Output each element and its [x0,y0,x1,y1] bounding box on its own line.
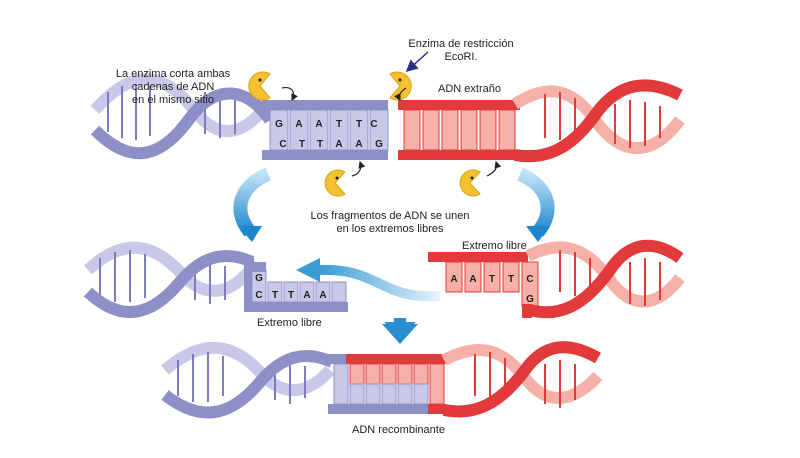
enzyme-pointer [405,51,429,73]
base-letter: C [255,290,262,301]
base-letter: T [272,290,278,301]
base-letter: T [489,274,495,285]
left-fragment [83,241,348,319]
site-bottom-letters: C T T A A G [279,139,383,150]
base-letter: T [356,119,362,130]
base-letter: T [508,274,514,285]
base-letter: G [526,294,534,305]
enzyme-top-right [388,71,412,102]
base-letter: A [319,290,326,301]
enzyme-bottom-left [324,160,366,197]
base-letter: A [303,290,310,301]
base-letter: A [450,274,457,285]
enzyme-bottom-right [459,160,502,197]
base-letter: T [317,139,323,150]
base-letter: T [288,290,294,301]
recombinant-dna [161,341,603,419]
foreign-dna-label: ADN extraño [438,83,501,95]
down-arrow [382,318,418,344]
base-letter: A [335,139,342,150]
left-fragment-letters: G C T T A A [255,273,327,301]
base-letter: T [336,119,342,130]
curved-arrow-right [516,167,555,242]
recombinant-label: ADN recombinante [352,424,445,436]
right-fragment [428,239,685,319]
free-end-right-label: Extremo libre [462,240,527,252]
foreign-dna-top [398,79,685,163]
base-letter: A [315,119,322,130]
base-letter: C [279,139,286,150]
cut-note-label: La enzima corta ambas cadenas de ADN en … [115,68,231,106]
join-arrow [296,258,441,302]
base-letter: T [299,139,305,150]
enzyme-name-label: Enzima de restricción EcoRI. [408,38,514,63]
fragments-join-label: Los fragmentos de ADN se unen en los ext… [310,210,470,235]
base-letter: G [255,273,263,284]
base-letter: G [375,139,383,150]
host-dna-top [90,73,389,160]
enzyme-top-left [248,71,298,102]
base-letter: A [469,274,476,285]
base-letter: A [355,139,362,150]
right-fragment-letters: A A T T C G [450,274,534,305]
base-letter: C [526,274,533,285]
curved-arrow-left [233,167,272,242]
free-end-left-label: Extremo libre [257,317,322,329]
base-letter: A [295,119,302,130]
site-top-letters: G A A T T C [275,119,378,130]
base-letter: C [370,119,377,130]
base-letter: G [275,119,283,130]
